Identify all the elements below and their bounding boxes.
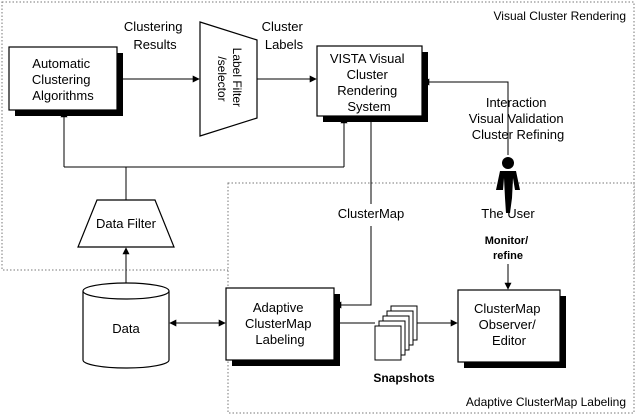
- clustering-results-line-2: Results: [133, 37, 177, 52]
- snapshots-icon: [374, 305, 418, 361]
- clustering-results-line-1: Clustering: [124, 19, 183, 34]
- vista-line-1: VISTA Visual: [330, 51, 405, 66]
- clustermap-observer-editor-box: ClusterMap Observer/ Editor: [457, 289, 566, 368]
- vista-rendering-system-box: VISTA Visual Cluster Rendering System: [316, 45, 428, 122]
- svg-text:ClusterMap Observer/: ClusterMap Observer/ Editor: [474, 301, 544, 348]
- vista-line-2: Cluster: [347, 67, 389, 82]
- snapshots-label: Snapshots: [373, 371, 435, 385]
- data-label: Data: [112, 321, 140, 336]
- adaptive-labeling-line-2: ClusterMap: [245, 316, 311, 331]
- svg-text:Interaction Visual Validat: Interaction Visual Validation Cluster Re…: [469, 95, 568, 142]
- interaction-line-2: Visual Validation: [469, 111, 564, 126]
- svg-text:Label Filter /selector: Label Filter /selector: [215, 48, 244, 111]
- adaptive-labeling-line-3: Labeling: [255, 332, 304, 347]
- svg-text:VISTA Visual Cluster: VISTA Visual Cluster Rendering System: [330, 51, 408, 114]
- clustermap-edge-label: ClusterMap: [338, 206, 404, 221]
- auto-clustering-line-2: Clustering: [32, 72, 91, 87]
- svg-text:Automatic Clustering: Automatic Clustering Algorithms: [32, 56, 94, 103]
- observer-line-3: Editor: [492, 333, 527, 348]
- monitor-refine-line-2: refine: [493, 250, 523, 262]
- data-filter-node: Data Filter: [77, 199, 175, 248]
- region-label-visual-cluster-rendering: Visual Cluster Rendering: [493, 9, 626, 23]
- svg-text:Adaptive ClusterMap: Adaptive ClusterMap Labeling: [245, 300, 315, 347]
- interaction-line-1: Interaction: [486, 95, 547, 110]
- observer-line-1: ClusterMap: [474, 301, 540, 316]
- data-filter-label: Data Filter: [96, 216, 157, 231]
- vista-line-3: Rendering: [337, 83, 397, 98]
- auto-clustering-line-1: Automatic: [32, 56, 90, 71]
- user-label: The User: [481, 206, 535, 221]
- auto-clustering-line-3: Algorithms: [32, 88, 94, 103]
- label-filter-line-1: Label Filter: [230, 48, 244, 107]
- label-filter-line-2: /selector: [215, 56, 229, 101]
- cluster-labels-line-1: Cluster: [262, 19, 304, 34]
- region-label-adaptive-clustermap-labeling: Adaptive ClusterMap Labeling: [466, 395, 626, 409]
- interaction-line-3: Cluster Refining: [472, 127, 565, 142]
- adaptive-clustermap-labeling-box: Adaptive ClusterMap Labeling: [225, 287, 340, 366]
- cluster-labels-line-2: Labels: [265, 37, 304, 52]
- vista-line-4: System: [347, 99, 390, 114]
- adaptive-labeling-line-1: Adaptive: [253, 300, 304, 315]
- monitor-refine-line-1: Monitor/: [485, 235, 528, 247]
- svg-text:Monitor/ refine: Monitor/ refine: [485, 235, 531, 262]
- arrow-clustermap-to-adaptive: [334, 226, 372, 309]
- svg-text:Cluster Labels: Cluster Labels: [262, 19, 307, 52]
- arrow-user-to-vista: [422, 78, 509, 155]
- data-store-cylinder: Data: [82, 282, 170, 369]
- svg-text:Clustering Results: Clustering Results: [124, 19, 186, 52]
- observer-line-2: Observer/: [479, 317, 536, 332]
- automatic-clustering-algorithms-box: Automatic Clustering Algorithms: [8, 46, 123, 116]
- user-figure-icon: [496, 157, 520, 213]
- label-filter-selector-node: Label Filter /selector: [199, 21, 258, 137]
